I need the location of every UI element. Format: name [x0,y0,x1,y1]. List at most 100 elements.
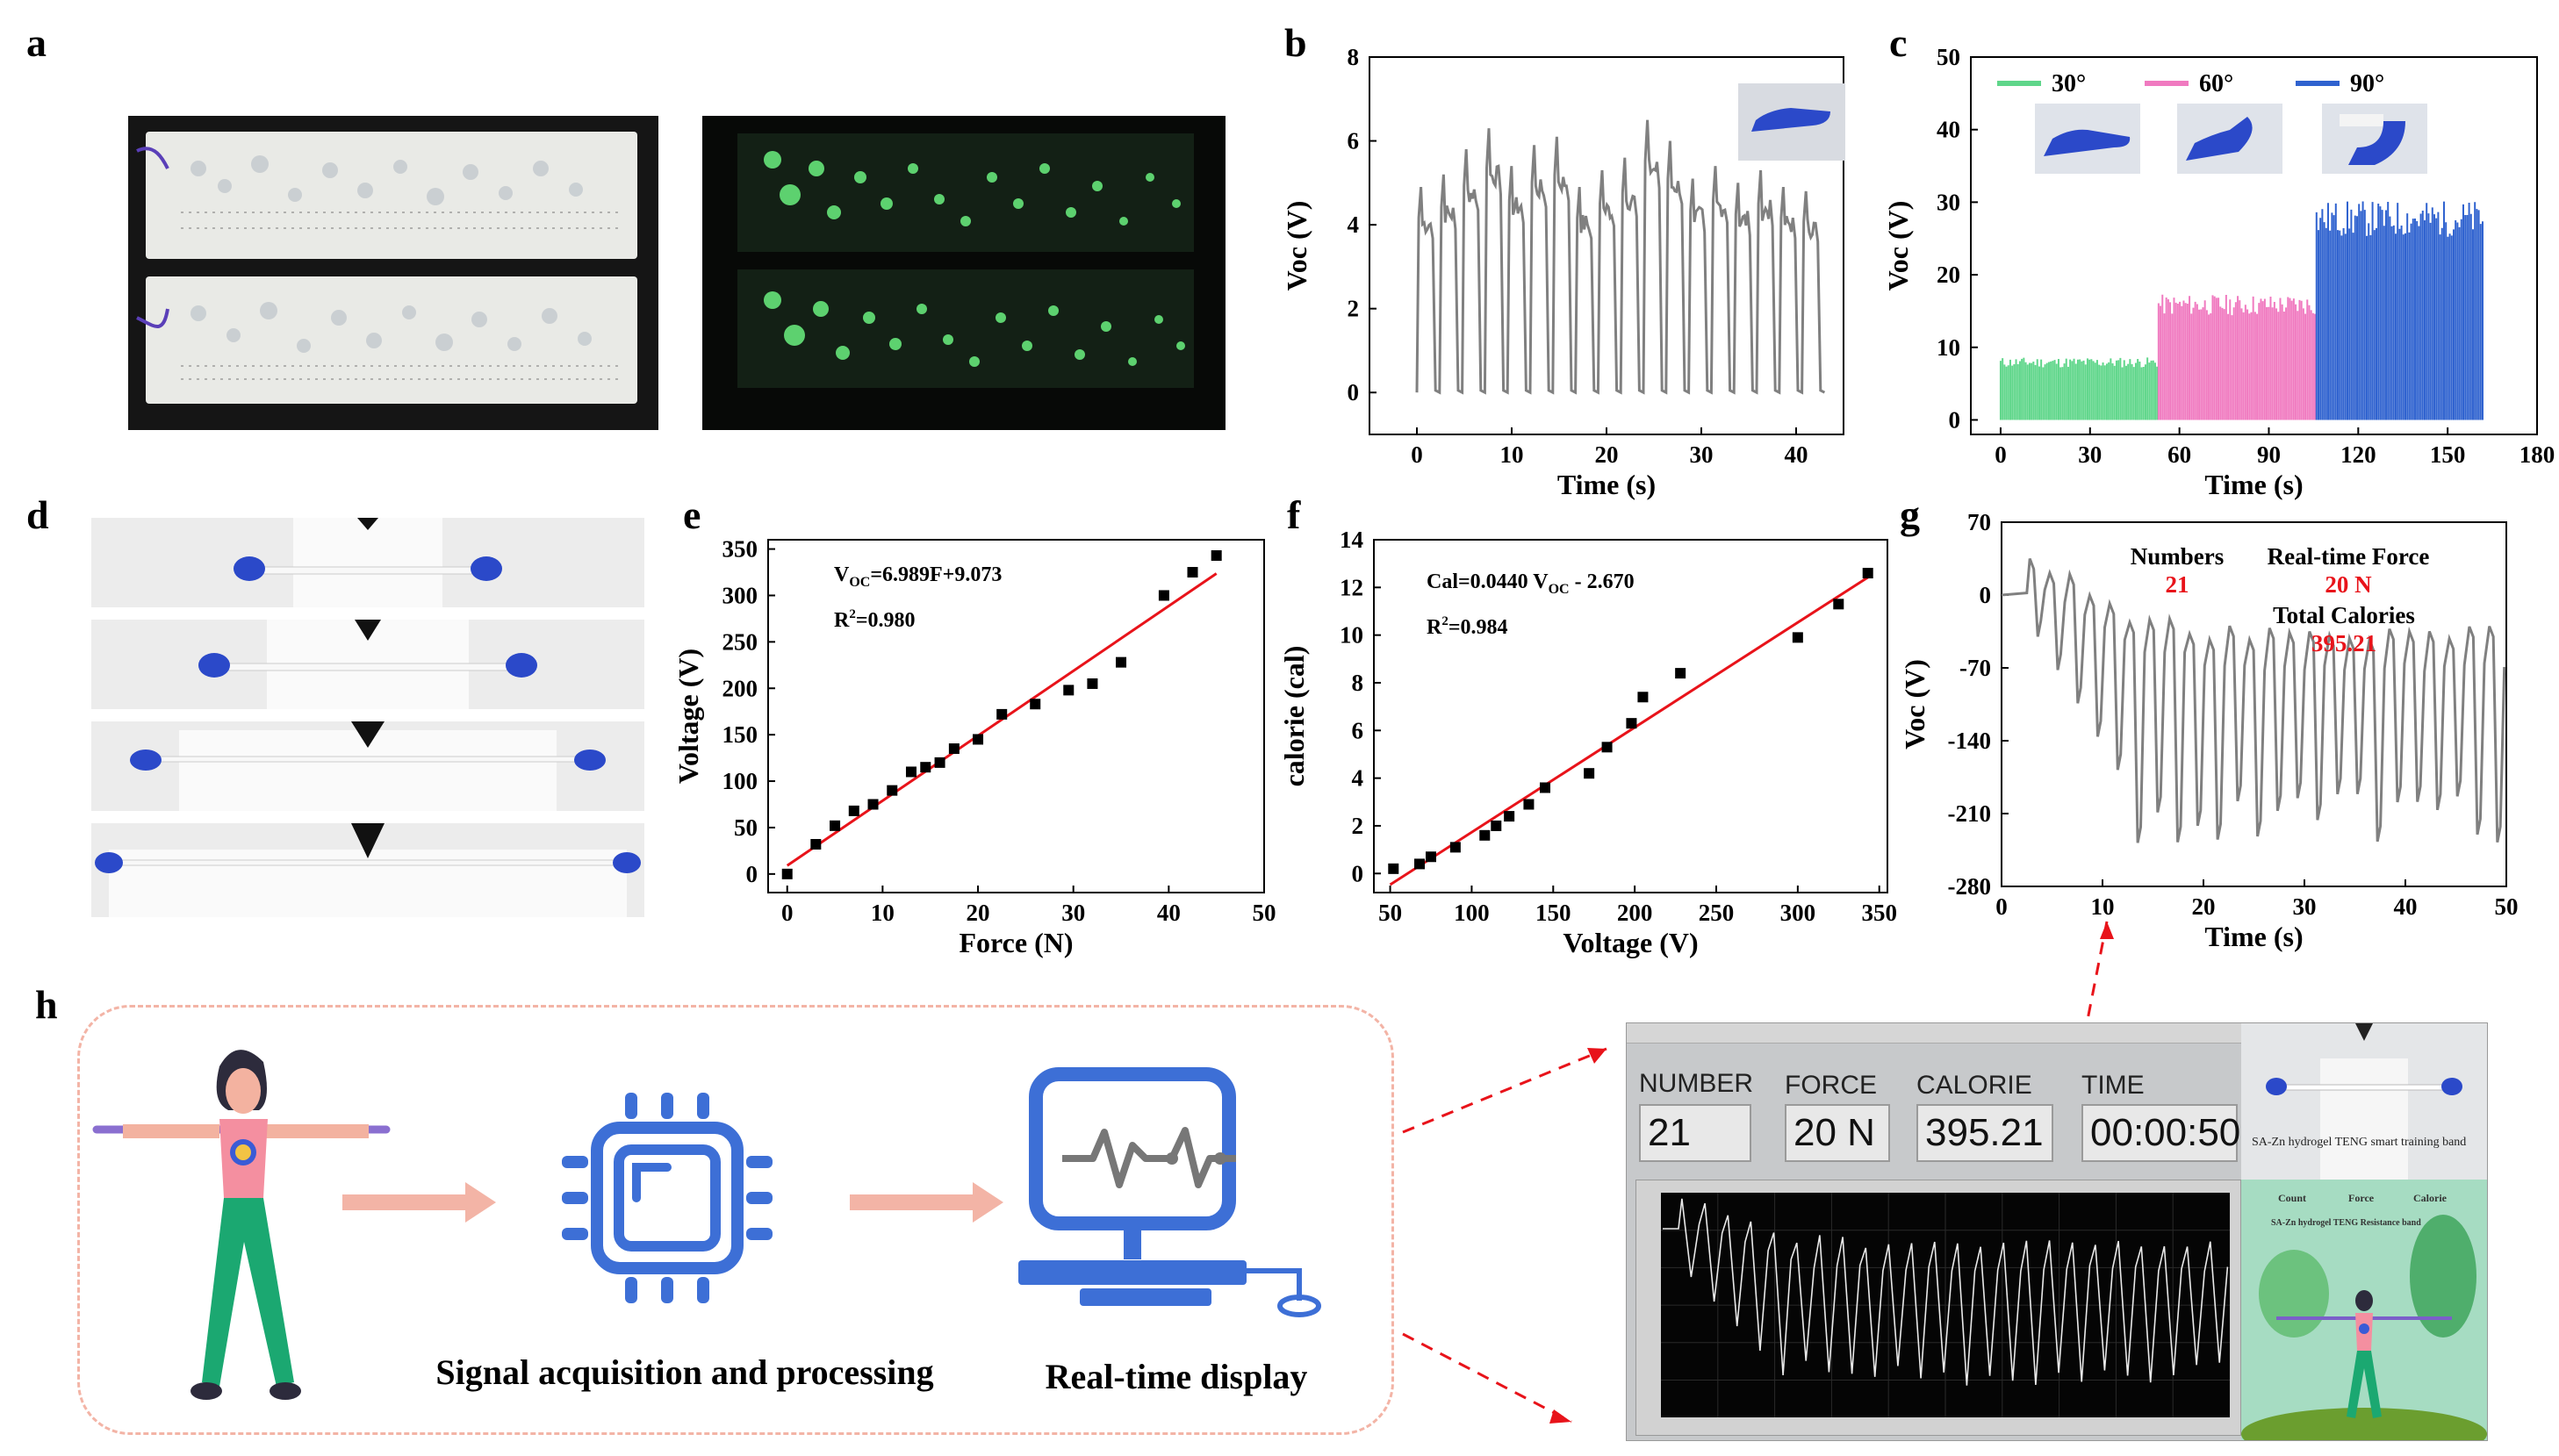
numbers-value: 21 [2166,571,2189,598]
data-point [1523,799,1535,810]
stretch-photo-2 [91,620,644,709]
flow-arrow-1 [342,1182,496,1223]
y-tick-label: 50 [1937,44,1960,70]
led-board-lit-photo [702,116,1226,430]
monitor-display-icon [1018,1067,1321,1317]
x-tick-label: 0 [1995,441,2007,468]
x-tick-label: 300 [1780,900,1816,926]
x-tick-label: 180 [2519,441,2555,468]
y-axis-label: Voltage (V) [672,649,704,784]
y-tick-label: 100 [722,768,758,794]
data-point [1388,863,1399,874]
r-squared: R2=0.980 [834,607,916,632]
data-point [1504,811,1515,822]
x-tick-label: 150 [1535,900,1571,926]
legend-label: 30° [2052,70,2086,97]
x-tick-label: 10 [871,900,895,926]
x-tick-label: 50 [1378,900,1402,926]
y-tick-label: 4 [1348,212,1360,238]
plot-frame [1970,56,2538,435]
panel-label-b: b [1284,20,1307,65]
x-tick-label: 40 [2394,893,2418,920]
data-point [1601,742,1613,753]
legend-label: 90° [2350,70,2384,97]
data-point [1087,678,1098,689]
data-point [973,734,984,745]
hand-inset-photo [1738,83,1845,161]
data-point [1833,599,1844,610]
y-tick-label: 0 [1352,860,1364,886]
y-tick-label: 6 [1352,717,1364,743]
y-tick-label: 0 [1348,379,1360,405]
x-tick-label: 20 [2192,893,2216,920]
force-label: Real-time Force [2268,543,2430,570]
data-point [1637,692,1649,703]
x-tick-label: 60 [2167,441,2191,468]
panel-label-g: g [1900,492,1920,537]
y-tick-label: 8 [1348,44,1360,70]
panel-label-f: f [1287,492,1301,537]
x-tick-label: 250 [1699,900,1735,926]
calories-label: Total Calories [2273,602,2415,628]
y-tick-label: 250 [722,628,758,655]
flow-arrow-2 [850,1182,1003,1223]
r-squared: R2=0.984 [1427,614,1508,639]
series-1 [2157,294,2317,420]
training-band-photo: SA-Zn hydrogel TENG smart training band [2241,1023,2487,1180]
force-display: 20 N [1785,1104,1890,1162]
mobile-app-screen: Count Force Calorie SA-Zn hydrogel TENG … [2241,1180,2487,1440]
y-tick-label: 6 [1348,128,1360,154]
data-point [920,762,931,773]
data-point [1116,656,1127,668]
fit-line [1389,574,1873,886]
exercising-woman-illustration [92,1050,391,1400]
y-tick-label: -70 [1959,655,1991,681]
y-axis-label: Voc (V) [1899,659,1930,750]
calories-value: 395.21 [2311,630,2376,656]
force-value: 20 N [2325,571,2372,598]
x-tick-label: 90 [2257,441,2281,468]
x-axis-label: Time (s) [2204,469,2303,500]
y-tick-label: 10 [1340,622,1363,649]
x-axis-label: Time (s) [2204,921,2303,952]
number-label: NUMBER [1639,1069,1754,1098]
y-tick-label: 2 [1352,813,1364,839]
x-tick-label: 30 [1690,441,1714,468]
y-tick-label: 20 [1937,262,1960,288]
voltage-trace [1415,119,1826,395]
data-point [1158,590,1169,601]
hand-30deg-photo [2035,104,2140,174]
data-point [887,785,898,796]
x-tick-label: 0 [781,900,794,926]
x-tick-label: 30 [2078,441,2102,468]
x-tick-label: 20 [967,900,990,926]
data-point [1540,782,1550,793]
x-tick-label: 50 [2495,893,2519,920]
x-tick-label: 10 [1500,441,1524,468]
training-band-caption: SA-Zn hydrogel TENG smart training band [2252,1136,2467,1149]
x-tick-label: 40 [1157,900,1181,926]
data-point [1449,842,1461,853]
series-2 [2315,201,2484,420]
data-point [867,799,879,810]
number-display: 21 [1639,1104,1751,1162]
data-point [1414,858,1425,870]
x-axis-label: Time (s) [1557,469,1656,500]
panel-label-h: h [35,982,58,1027]
data-point [1862,568,1873,579]
data-point [848,805,859,816]
stretch-photo-3 [91,721,644,811]
workflow-box [77,1005,1394,1435]
y-tick-label: 14 [1340,527,1363,553]
data-point [1626,718,1637,729]
x-axis-label: Voltage (V) [1563,927,1698,958]
x-tick-label: 30 [1061,900,1085,926]
panel-label-e: e [683,492,701,537]
y-tick-label: 8 [1352,670,1364,696]
y-tick-label: 10 [1937,334,1960,361]
app-title: SA-Zn hydrogel TENG Resistance band [2271,1218,2421,1228]
x-tick-label: 0 [1411,441,1423,468]
x-tick-label: 30 [2293,893,2317,920]
